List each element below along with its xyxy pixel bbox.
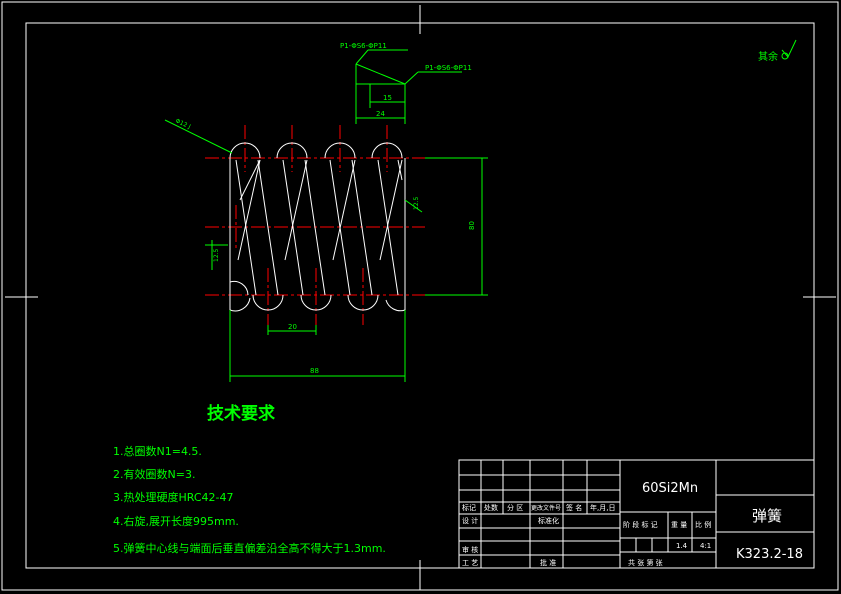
tech-item-3: 3.热处理硬度HRC42-47	[113, 490, 234, 504]
tb-sign: 签 名	[566, 503, 582, 512]
dim-height: 80	[468, 221, 476, 230]
dim-15: 15	[383, 94, 392, 102]
dim-length: 88	[310, 367, 319, 375]
tech-title: 技术要求	[207, 403, 275, 424]
tb-count: 处数	[484, 503, 498, 512]
tb-zone: 分 区	[507, 503, 523, 512]
tb-date: 年,月,日	[590, 503, 615, 512]
surface-callout-1: P1-ΦS6-ΦP11	[340, 42, 387, 50]
tb-part-name: 弹簧	[752, 507, 782, 525]
title-block	[458, 459, 815, 569]
surface-callout-2: P1-ΦS6-ΦP11	[425, 64, 472, 72]
tb-stage: 阶 段 标 记	[623, 520, 658, 529]
dim-24: 24	[376, 110, 385, 118]
centering-marks	[5, 5, 836, 590]
tb-standard: 标准化	[538, 516, 559, 525]
tb-weight: 重 量	[671, 521, 687, 529]
tech-item-5: 5.弹簧中心线与端面后垂直偏差沿全高不得大于1.3mm.	[113, 541, 386, 555]
tb-material: 60Si2Mn	[642, 481, 698, 496]
tb-scale-val: 4:1	[700, 542, 711, 550]
tb-scale: 比 例	[695, 520, 711, 529]
tb-process: 工 艺	[462, 559, 478, 567]
spring-body	[229, 142, 406, 312]
dimensions	[164, 39, 797, 382]
roughness-label: 其余	[758, 50, 778, 63]
dim-wire-left: 12.5	[213, 248, 220, 262]
tech-item-4: 4.右旋,展开长度995mm.	[113, 514, 239, 528]
tb-sheets: 共 张 第 张	[628, 558, 663, 567]
tb-weight-val: 1.4	[676, 542, 688, 550]
tech-item-1: 1.总圈数N1=4.5.	[113, 444, 202, 458]
tb-drawing-no: K323.2-18	[736, 547, 803, 562]
tb-review: 审 核	[462, 545, 478, 554]
tb-mark: 标记	[462, 503, 476, 512]
tb-design: 设 计	[462, 516, 478, 525]
tb-approve: 批 准	[540, 558, 556, 567]
dim-pitch: 20	[288, 323, 297, 331]
tb-doc: 更改文件号	[531, 504, 561, 512]
tech-item-2: 2.有效圈数N=3.	[113, 467, 195, 481]
dim-wire-right: 12.5	[413, 196, 420, 210]
